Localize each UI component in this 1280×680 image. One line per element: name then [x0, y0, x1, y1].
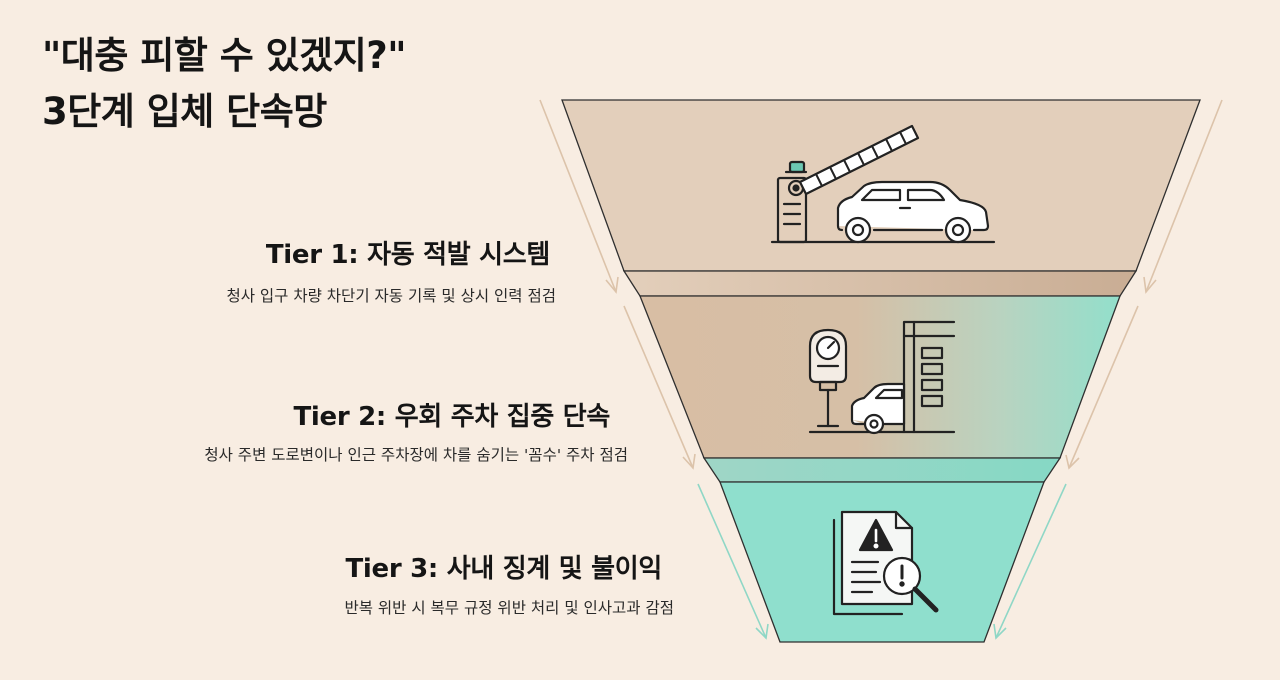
barrier-car-icon: [770, 124, 996, 244]
parking-meter-building-icon: [808, 320, 956, 435]
tier-connector-2: [702, 457, 1062, 483]
tier-3-title: Tier 3: 사내 징계 및 불이익: [345, 554, 662, 584]
tier-1-title: Tier 1: 자동 적발 시스템: [265, 240, 550, 270]
tier-2-description: 청사 주변 도로변이나 인근 주차장에 차를 숨기는 '꼼수' 주차 점검: [204, 446, 628, 464]
title-line-2: 3단계 입체 단속망: [42, 90, 327, 133]
warning-document-search-icon: [832, 510, 939, 616]
title-line-1: "대충 피할 수 있겠지?": [42, 34, 406, 77]
tier-2-panel: [639, 295, 1121, 459]
tier-connector-1: [622, 270, 1138, 297]
page-title: "대충 피할 수 있겠지?" 3단계 입체 단속망: [42, 28, 406, 140]
flow-arrows: [539, 99, 1223, 640]
tier-2-title: Tier 2: 우회 주차 집중 단속: [293, 402, 610, 432]
tier-3-description: 반복 위반 시 복무 규정 위반 처리 및 인사고과 감점: [344, 599, 674, 617]
tier-1-description: 청사 입구 차량 차단기 자동 기록 및 상시 인력 점검: [226, 287, 556, 305]
